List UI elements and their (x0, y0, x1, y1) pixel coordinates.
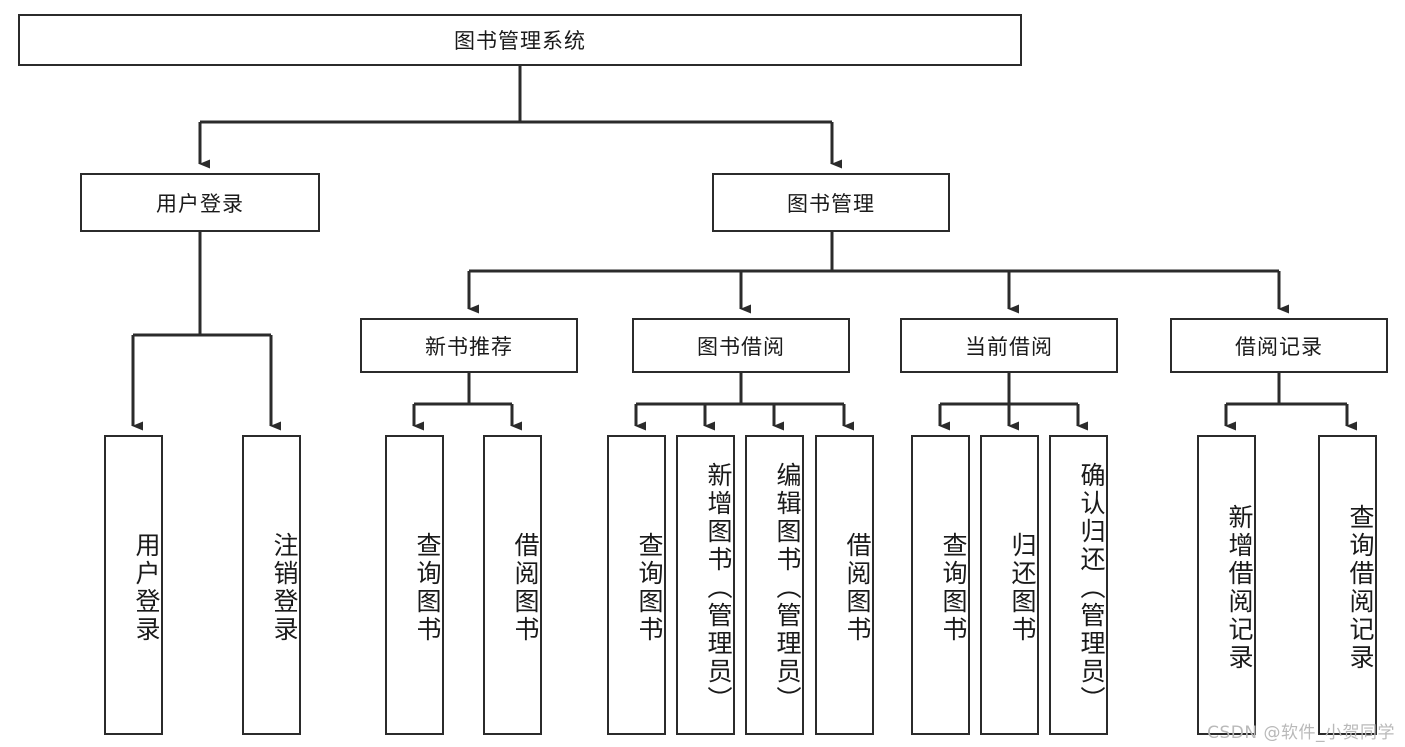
node-book-borrow-label: 图书借阅 (697, 334, 785, 359)
csdn-watermark: CSDN @软件_小贺同学 (1207, 723, 1395, 743)
node-new-book-recommend-label: 新书推荐 (425, 334, 513, 359)
node-leaf-return-book[interactable]: 归还图书 (980, 435, 1039, 735)
node-leaf-confirm-return-label: 确认归还（管理员） (1077, 462, 1106, 714)
node-leaf-logout[interactable]: 注销登录 (242, 435, 301, 735)
node-leaf-user-login-label: 用户登录 (132, 532, 161, 644)
node-current-borrow-label: 当前借阅 (965, 334, 1053, 359)
node-leaf-borrow-book-2[interactable]: 借阅图书 (815, 435, 874, 735)
node-leaf-confirm-return[interactable]: 确认归还（管理员） (1049, 435, 1108, 735)
node-leaf-return-book-label: 归还图书 (1008, 532, 1037, 644)
node-leaf-logout-label: 注销登录 (270, 532, 299, 644)
node-leaf-borrow-book-2-label: 借阅图书 (843, 532, 872, 644)
node-book-manage[interactable]: 图书管理 (712, 173, 950, 232)
node-leaf-add-record-label: 新增借阅记录 (1225, 504, 1254, 672)
node-current-borrow[interactable]: 当前借阅 (900, 318, 1118, 373)
node-leaf-query-book-3[interactable]: 查询图书 (911, 435, 970, 735)
node-leaf-query-book-3-label: 查询图书 (939, 532, 968, 644)
node-leaf-query-record-label: 查询借阅记录 (1346, 504, 1375, 672)
node-leaf-query-book-2-label: 查询图书 (635, 532, 664, 644)
node-new-book-recommend[interactable]: 新书推荐 (360, 318, 578, 373)
node-user-login-label: 用户登录 (156, 191, 244, 216)
node-user-login[interactable]: 用户登录 (80, 173, 320, 232)
node-book-manage-label: 图书管理 (787, 191, 875, 216)
node-root-label: 图书管理系统 (454, 29, 586, 53)
node-book-borrow[interactable]: 图书借阅 (632, 318, 850, 373)
node-leaf-borrow-book-1[interactable]: 借阅图书 (483, 435, 542, 735)
node-leaf-query-book-1-label: 查询图书 (413, 532, 442, 644)
node-leaf-add-record[interactable]: 新增借阅记录 (1197, 435, 1256, 735)
node-leaf-borrow-book-1-label: 借阅图书 (511, 532, 540, 644)
node-root[interactable]: 图书管理系统 (18, 14, 1022, 66)
node-leaf-query-book-2[interactable]: 查询图书 (607, 435, 666, 735)
node-leaf-query-record[interactable]: 查询借阅记录 (1318, 435, 1377, 735)
node-borrow-record-label: 借阅记录 (1235, 334, 1323, 359)
node-leaf-edit-book[interactable]: 编辑图书（管理员） (745, 435, 804, 735)
node-leaf-user-login[interactable]: 用户登录 (104, 435, 163, 735)
node-leaf-query-book-1[interactable]: 查询图书 (385, 435, 444, 735)
node-leaf-add-book[interactable]: 新增图书（管理员） (676, 435, 735, 735)
node-leaf-add-book-label: 新增图书（管理员） (704, 462, 733, 714)
node-borrow-record[interactable]: 借阅记录 (1170, 318, 1388, 373)
node-leaf-edit-book-label: 编辑图书（管理员） (773, 462, 802, 714)
